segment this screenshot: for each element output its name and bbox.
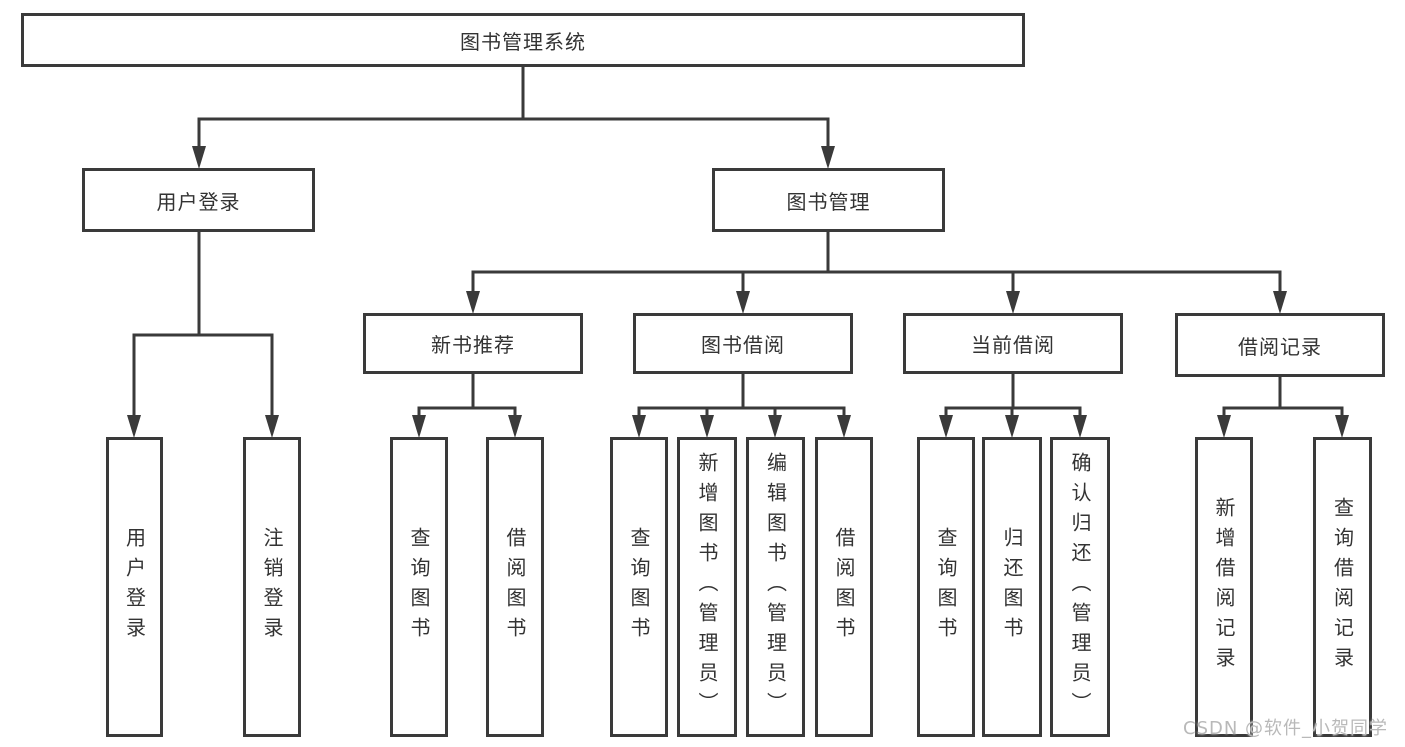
node-label: 新书推荐: [431, 333, 515, 357]
csdn-watermark: CSDN @软件_小贺同学: [1183, 718, 1389, 739]
node-new-book-recommendation: 新书推荐: [363, 313, 583, 374]
node-current-borrowing: 当前借阅: [903, 313, 1123, 374]
node-label: 查询借阅记录: [1330, 497, 1355, 677]
leaf-add-borrow-record: 新增借阅记录: [1195, 437, 1253, 737]
node-label: 借阅图书: [503, 527, 527, 647]
node-label: 查询图书: [407, 527, 431, 647]
node-label: 用户登录: [156, 189, 241, 214]
node-label: 查询图书: [627, 527, 651, 647]
leaf-add-book-admin: 新增图书（管理员）: [677, 437, 737, 737]
node-label: 图书管理系统: [460, 29, 586, 54]
leaf-confirm-return-admin: 确认归还（管理员）: [1050, 437, 1110, 737]
leaf-edit-book-admin: 编辑图书（管理员）: [746, 437, 805, 737]
leaf-query-books-recommend: 查询图书: [390, 437, 448, 737]
node-label: 查询图书: [934, 527, 958, 647]
leaf-query-borrow-record: 查询借阅记录: [1313, 437, 1372, 737]
node-label: 注销登录: [260, 527, 284, 647]
node-label: 借阅图书: [832, 527, 856, 647]
node-label: 确认归还（管理员）: [1068, 452, 1092, 722]
node-label: 新增图书（管理员）: [695, 452, 719, 722]
leaf-borrow-books: 借阅图书: [815, 437, 873, 737]
node-user-login: 用户登录: [82, 168, 315, 232]
node-borrowing-records: 借阅记录: [1175, 313, 1385, 377]
leaf-borrow-books-recommend: 借阅图书: [486, 437, 544, 737]
node-label: 当前借阅: [971, 333, 1055, 357]
node-label: 编辑图书（管理员）: [763, 452, 788, 722]
leaf-return-book: 归还图书: [982, 437, 1042, 737]
node-label: 图书管理: [786, 189, 871, 214]
node-library-management-system: 图书管理系统: [21, 13, 1025, 67]
node-label: 借阅记录: [1238, 334, 1322, 359]
node-label: 归还图书: [1000, 527, 1024, 647]
leaf-user-login: 用户登录: [106, 437, 163, 737]
leaf-query-books-current: 查询图书: [917, 437, 975, 737]
leaf-query-books-borrow: 查询图书: [610, 437, 668, 737]
node-book-management: 图书管理: [712, 168, 945, 232]
node-label: 用户登录: [122, 527, 147, 647]
leaf-logout: 注销登录: [243, 437, 301, 737]
node-label: 图书借阅: [701, 333, 785, 357]
node-book-borrowing: 图书借阅: [633, 313, 853, 374]
node-label: 新增借阅记录: [1212, 497, 1236, 677]
